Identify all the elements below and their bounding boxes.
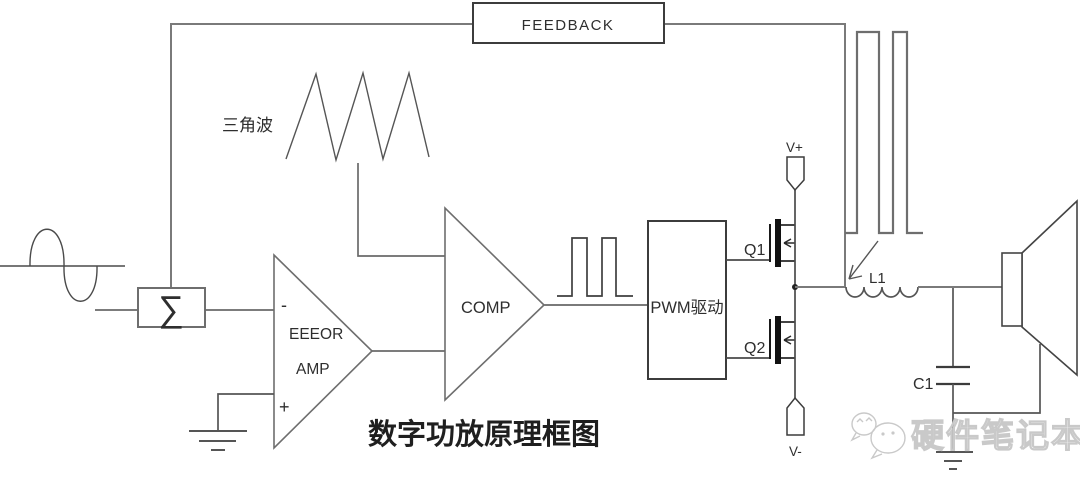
pwm-driver-label: PWM驱动 [650,298,723,317]
speaker-cone [1021,199,1078,377]
pwm-waveform-output [845,30,923,235]
q2-drain-source-stubs [781,321,795,359]
pwm-output-arrow [848,240,879,280]
comparator-label: COMP [461,299,511,317]
feedback-wire-right [664,23,846,287]
error-amp-plus: + [279,397,290,417]
capacitor-plates [936,365,970,386]
inductor-coil [845,286,919,298]
q1-channel-bar [775,219,781,267]
sigma-symbol: ∑ [158,288,184,329]
error-amp-minus: - [281,295,287,315]
q1-label: Q1 [744,242,765,259]
comparator-triangle [444,206,546,402]
watermark: 硬件笔记本 [850,412,1080,460]
error-amp-name-line2: AMP [296,361,330,378]
q1-drain-source-stubs [781,224,795,262]
wechat-icon [850,412,906,460]
speaker [1001,199,1078,377]
ground-symbol-right [936,451,973,470]
triangle-waveform [285,70,430,163]
v-plus-label: V+ [786,140,803,155]
v-minus-label: V- [789,444,802,459]
feedback-label: FEEDBACK [522,17,615,34]
error-amp-name-line1: EEEOR [289,326,343,343]
q1-body-arrow [783,238,795,248]
summer-block [137,287,206,328]
mosfet-q2 [769,316,795,364]
pwm-waveform-small [557,237,633,297]
speaker-driver [1001,252,1023,327]
watermark-text: 硬件笔记本 [911,417,1080,454]
pwm-driver-block [647,220,727,380]
feedback-wire-left [170,23,473,288]
v-plus-terminal [786,156,805,192]
ground-symbol-left [189,430,247,451]
capacitor-label: C1 [913,376,934,393]
inductor-label: L1 [869,270,886,287]
speaker-return-wire [953,344,1041,414]
q2-body-arrow [783,335,795,345]
triangle-to-comparator-wire [357,163,445,257]
diagram-title: 数字功放原理框图 [368,417,600,451]
mosfet-q1 [769,219,795,267]
triangle-wave-label: 三角波 [222,116,273,135]
q2-channel-bar [775,316,781,364]
feedback-block [472,2,665,44]
error-amp-triangle [273,253,374,450]
v-minus-terminal [786,396,805,436]
error-amp-ground-wire [217,393,274,431]
q2-label: Q2 [744,340,765,357]
sine-waveform [29,228,98,302]
